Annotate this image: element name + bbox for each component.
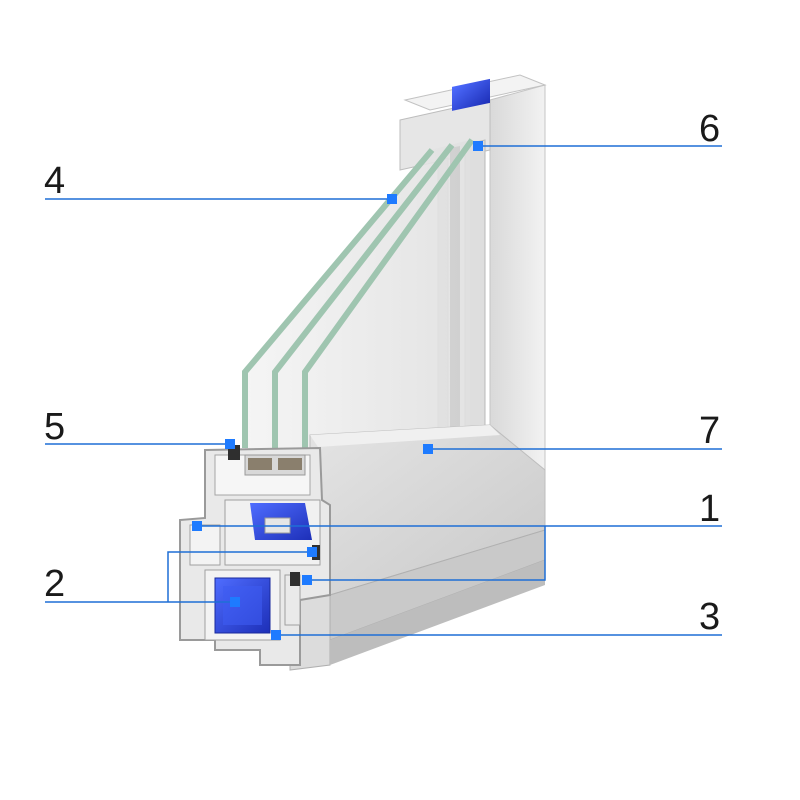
- callout-label-3: 3: [699, 596, 721, 638]
- marker-1a: [192, 521, 202, 531]
- leader-line-2-bracket: [167, 551, 312, 602]
- marker-4: [387, 194, 397, 204]
- callout-label-4: 4: [44, 160, 66, 202]
- marker-3: [271, 630, 281, 640]
- marker-1c: [302, 575, 312, 585]
- marker-6: [473, 141, 483, 151]
- callout-label-6: 6: [699, 108, 721, 150]
- callout-label-2: 2: [44, 563, 66, 605]
- marker-7: [423, 444, 433, 454]
- marker-5: [225, 439, 235, 449]
- marker-2: [230, 597, 240, 607]
- glass-unit: [242, 138, 475, 450]
- leader-lines: [45, 145, 722, 636]
- marker-1b: [307, 547, 317, 557]
- horizontal-frame: [289, 424, 546, 671]
- callout-label-1: 1: [699, 488, 721, 530]
- callout-label-5: 5: [44, 406, 66, 448]
- profile-cross-section: [179, 445, 331, 666]
- markers: [192, 141, 483, 640]
- leader-line-1-bracket: [307, 526, 546, 581]
- callout-label-7: 7: [699, 410, 721, 452]
